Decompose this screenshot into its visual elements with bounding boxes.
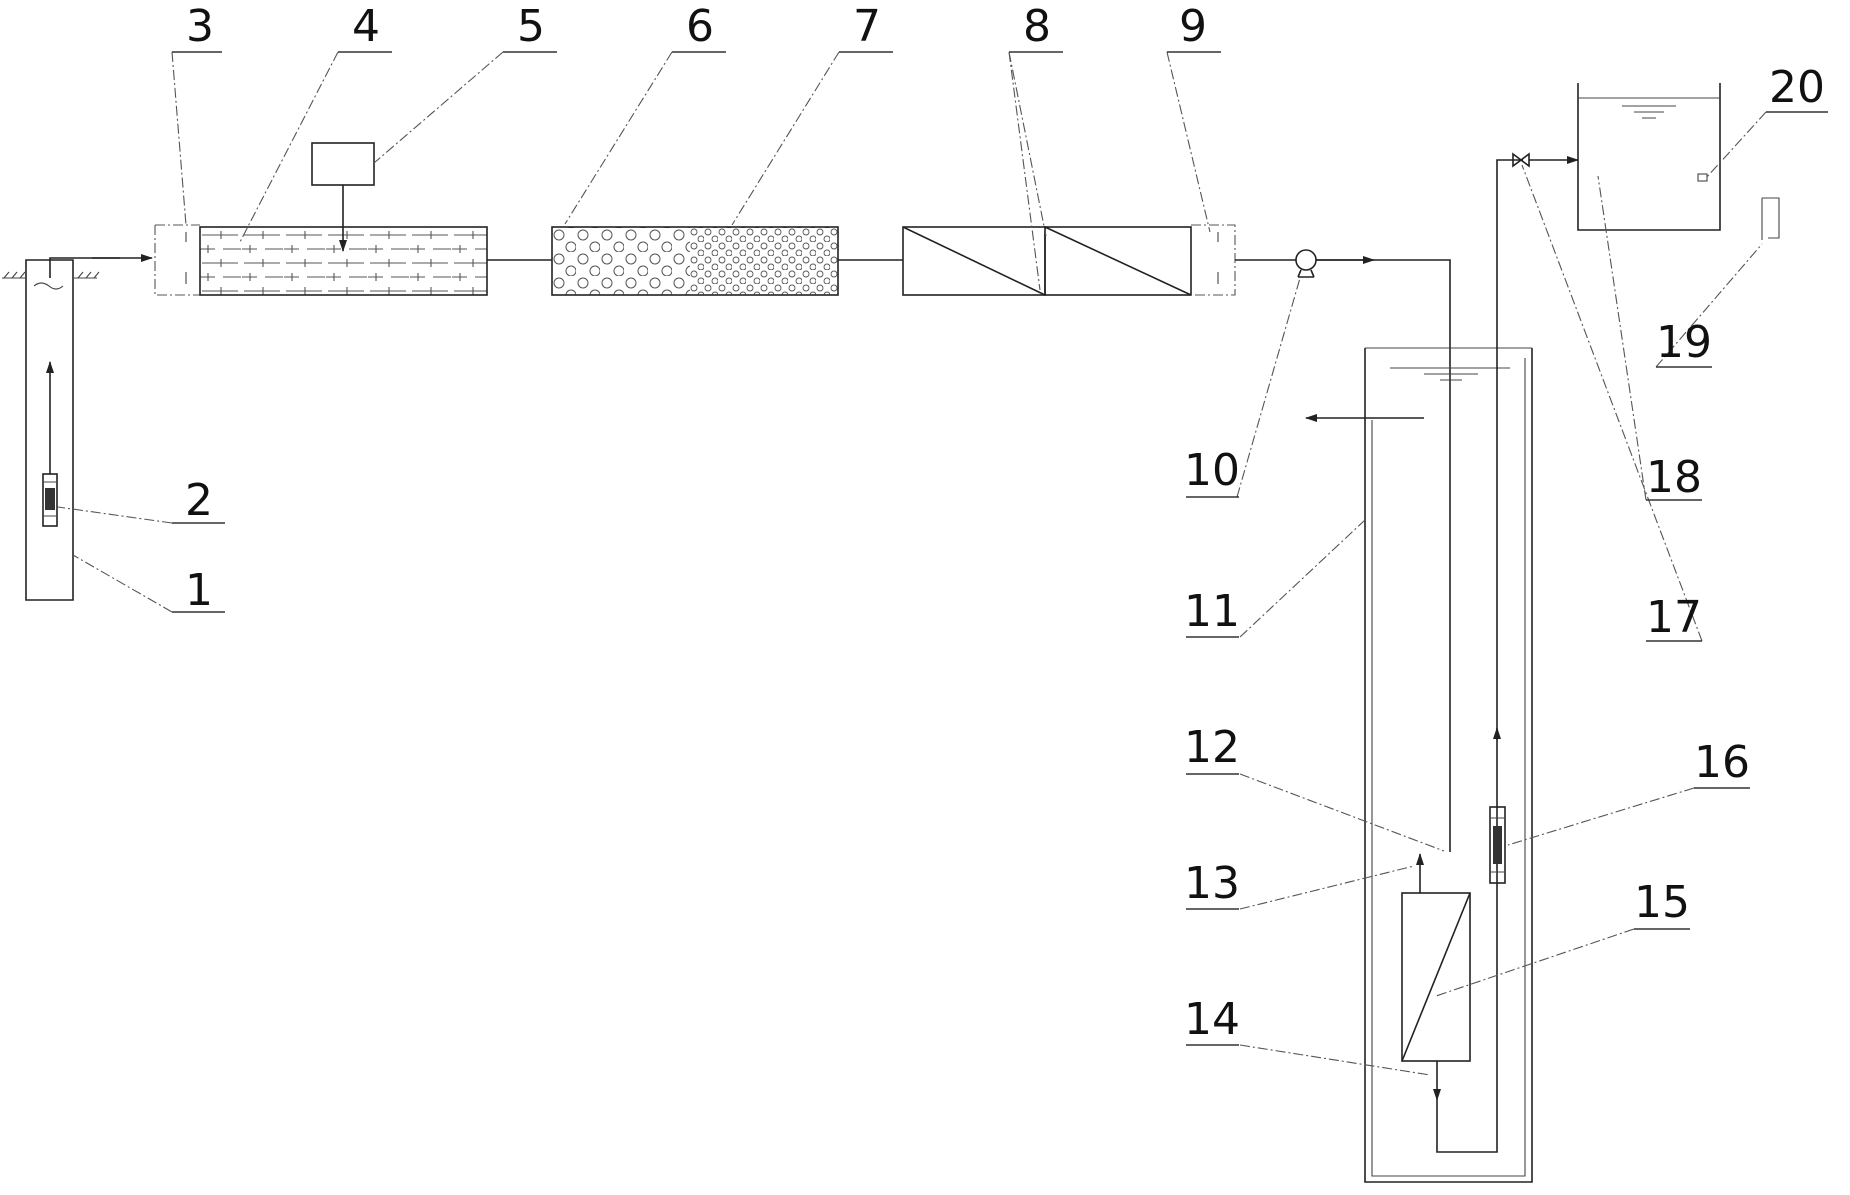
label-5: 5: [517, 1, 545, 52]
raw-water-pipe: [49, 257, 120, 278]
membrane-modules: [902, 226, 1192, 296]
meter-device: [1761, 197, 1780, 240]
label-2: 2: [185, 475, 213, 526]
leader-lines: [57, 51, 1767, 1076]
label-16: 16: [1694, 737, 1750, 788]
product-tank: [1577, 83, 1721, 231]
label-12: 12: [1184, 722, 1240, 773]
label-underlines: [172, 51, 1828, 1046]
well: [2, 259, 100, 601]
media-filter: [551, 226, 839, 296]
number-labels: 1 2 3 4 5 6 7 8 9 10 11 12 13 14 15 16 1…: [185, 1, 1825, 1045]
valve: [1512, 152, 1530, 168]
dosing-box: [311, 142, 375, 186]
housing-outline: [154, 224, 200, 296]
level-sensor: [1697, 173, 1708, 182]
transfer-pump: [1295, 249, 1317, 278]
label-13: 13: [1184, 858, 1240, 909]
tank: [1364, 347, 1533, 1183]
well-pump: [42, 473, 58, 527]
label-19: 19: [1656, 317, 1712, 368]
outlet-housing-outline: [1191, 224, 1236, 296]
label-11: 11: [1184, 586, 1240, 637]
label-17: 17: [1646, 592, 1702, 643]
label-8: 8: [1023, 1, 1051, 52]
label-18: 18: [1646, 452, 1702, 503]
label-7: 7: [853, 1, 881, 52]
delivery-pipe: [1316, 259, 1451, 852]
label-10: 10: [1184, 445, 1240, 496]
label-1: 1: [185, 565, 213, 616]
label-20: 20: [1769, 62, 1825, 113]
permeate-pipe: [1436, 159, 1523, 1153]
label-15: 15: [1634, 877, 1690, 928]
label-4: 4: [352, 1, 380, 52]
label-6: 6: [686, 1, 714, 52]
label-3: 3: [186, 1, 214, 52]
tank-membrane-module: [1401, 892, 1471, 1062]
booster-pump: [1489, 806, 1506, 884]
label-14: 14: [1184, 994, 1240, 1045]
label-9: 9: [1179, 1, 1207, 52]
